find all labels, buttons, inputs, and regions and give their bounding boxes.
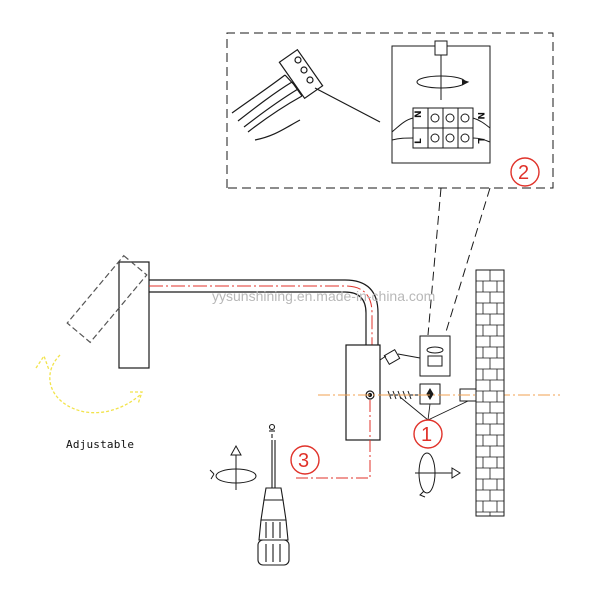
terminal-right-l: L: [475, 138, 485, 144]
callout-2: 2: [510, 157, 540, 187]
adjust-rotation-arrows: [35, 354, 143, 414]
route-to-screwdriver: [295, 400, 371, 479]
screwdriver-icon: [257, 423, 290, 566]
detail-leader-lines: [427, 187, 491, 336]
terminal-left-l: L: [414, 138, 424, 144]
lamp-arm: [149, 279, 379, 345]
watermark: yysunshining.en.made-in-china.com: [212, 288, 436, 304]
lamp-head: [66, 254, 150, 369]
callout-3: 3: [290, 445, 320, 475]
svg-text:2: 2: [518, 162, 529, 184]
svg-text:3: 3: [298, 450, 309, 472]
rotate-arrow-icon: [415, 452, 461, 498]
terminal-left-n: N: [414, 110, 424, 118]
mounting-plate: [419, 383, 441, 405]
wiring-detail-box: [226, 32, 554, 189]
junction-box: [419, 335, 451, 377]
callout-1: 1: [399, 396, 469, 449]
cable-connector-illustration: [231, 48, 381, 141]
svg-text:1: 1: [421, 424, 432, 446]
brick-pattern: [476, 270, 504, 516]
base-connector: [379, 348, 421, 366]
terminal-right-n: N: [475, 112, 485, 120]
screwdriver-rotate-arrow-icon: [209, 444, 257, 490]
terminal-block-detail: [391, 40, 491, 164]
wall-mount-base: [345, 344, 381, 441]
adjustable-label: Adjustable: [66, 438, 135, 451]
